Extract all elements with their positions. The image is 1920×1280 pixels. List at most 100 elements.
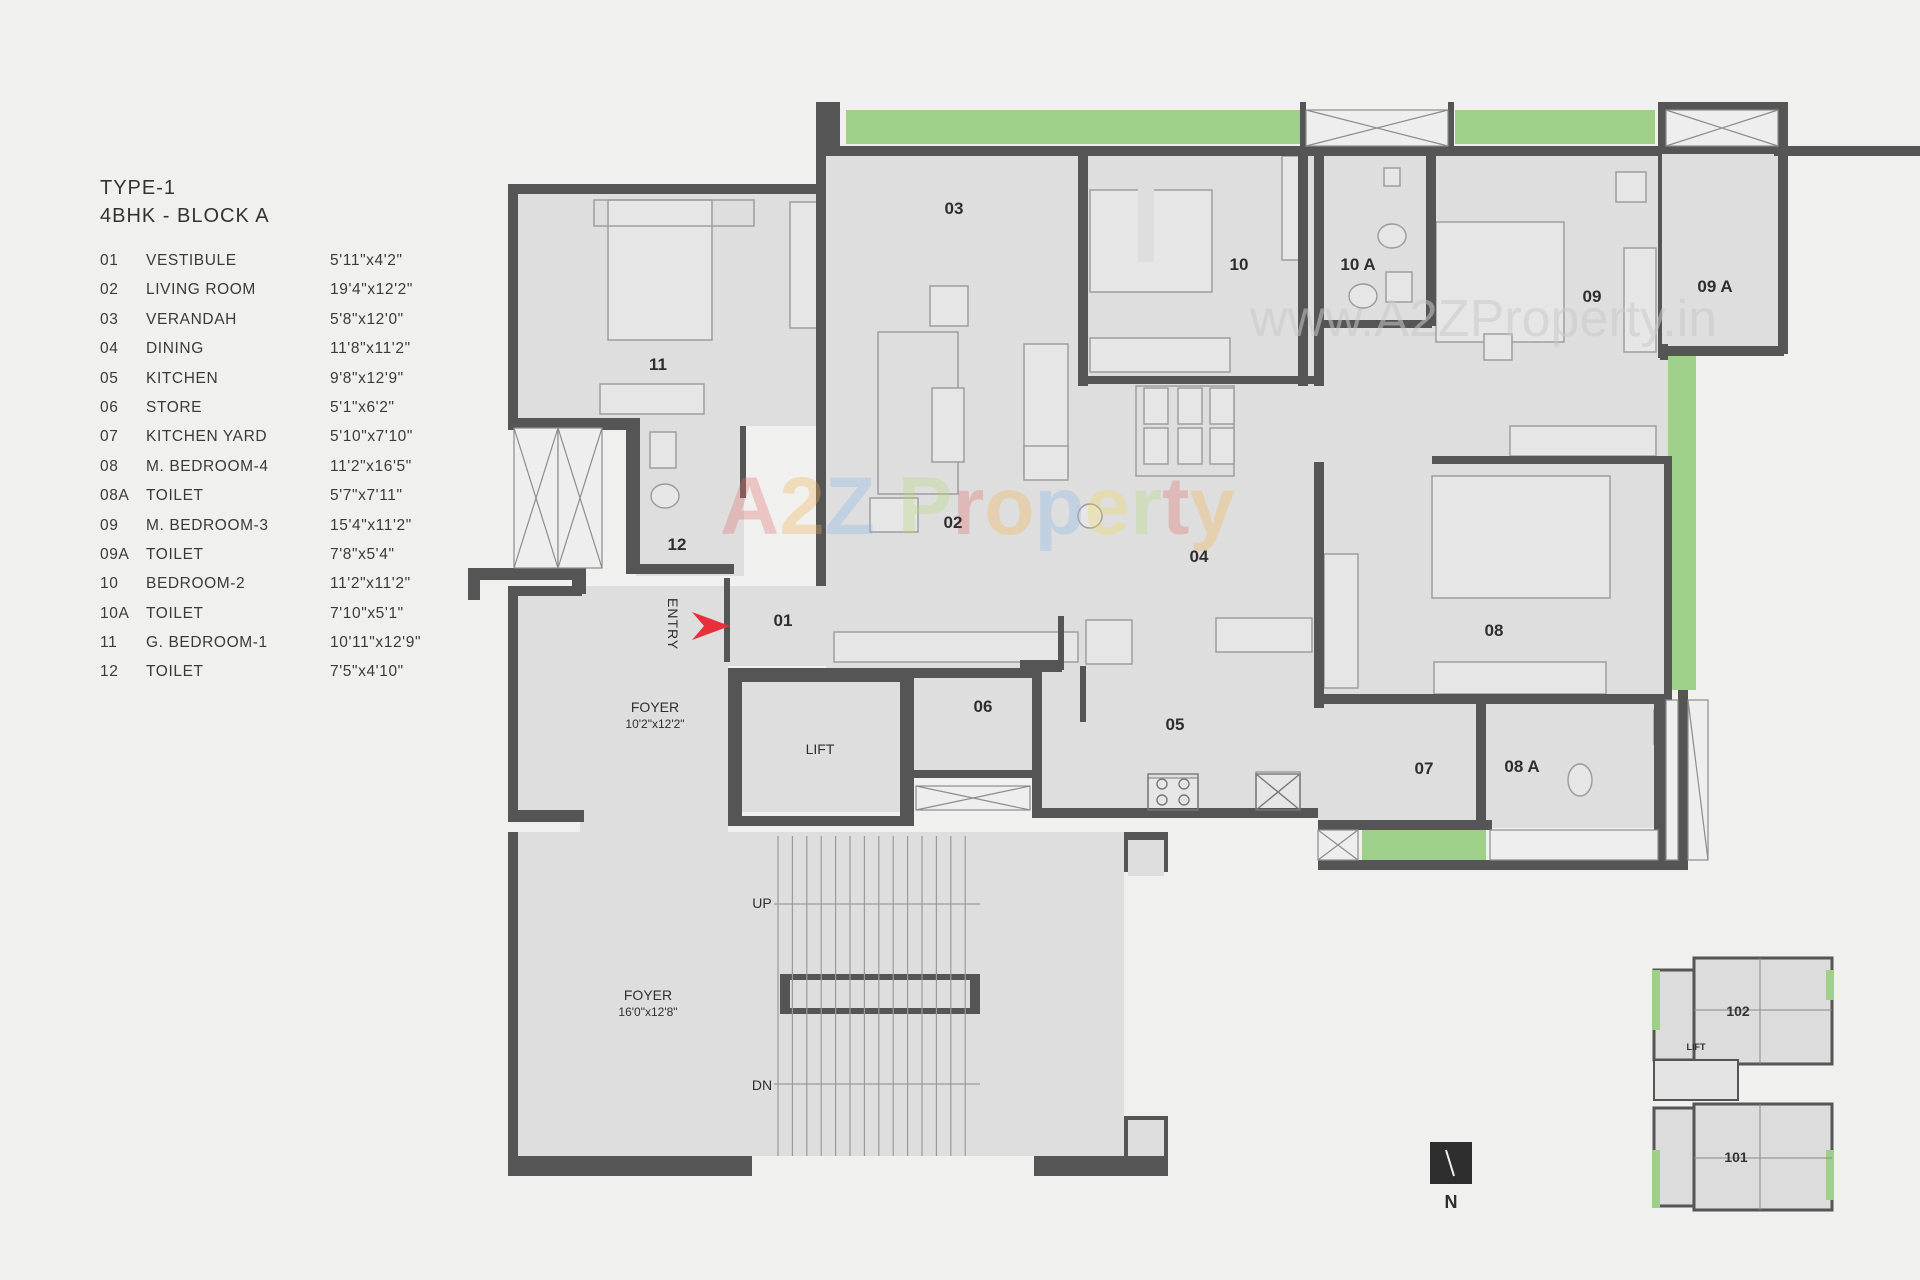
legend-row: 08 M. BEDROOM-4 11'2"x16'5" — [100, 457, 411, 487]
room-label-05: 05 — [1166, 715, 1185, 734]
legend-room-number: 01 — [100, 252, 119, 269]
legend-room-dimension: 5'1"x6'2" — [330, 398, 395, 416]
legend-room-name: KITCHEN — [146, 369, 219, 387]
legend-room-name: M. BEDROOM-4 — [146, 457, 269, 475]
legend-room-number: 06 — [100, 398, 119, 416]
legend-room-number: 10 — [100, 575, 119, 593]
legend-room-number: 08A — [100, 487, 130, 505]
unit-foyer-dim: 10'2"x12'2" — [625, 717, 684, 731]
legend-room-number: 10A — [100, 604, 130, 622]
legend-row: 10 BEDROOM-2 11'2"x11'2" — [100, 575, 410, 604]
legend-room-dimension: 5'10"x7'10" — [330, 428, 413, 446]
key-plan-unit-101: 101 — [1724, 1149, 1748, 1165]
staircase — [774, 836, 980, 1156]
watermark-url: www.A2ZProperty.in — [1249, 290, 1717, 348]
legend-room-dimension: 11'2"x16'5" — [330, 457, 412, 475]
legend-room-name: G. BEDROOM-1 — [146, 634, 268, 652]
legend-row: 11 G. BEDROOM-1 10'11"x12'9" — [100, 634, 420, 663]
common-foyer-label: FOYER — [624, 987, 672, 1003]
legend-room-number: 04 — [100, 340, 119, 358]
legend-row: 03 VERANDAH 5'8"x12'0" — [100, 310, 403, 340]
unit-foyer-label: FOYER — [631, 699, 679, 715]
legend-room-number: 11 — [100, 634, 118, 652]
legend-room-name: VERANDAH — [146, 310, 237, 328]
legend-room-dimension: 7'5"x4'10" — [330, 663, 404, 681]
legend-room-dimension: 5'7"x7'11" — [330, 487, 403, 505]
legend-row: 07 KITCHEN YARD 5'10"x7'10" — [100, 428, 412, 457]
legend-room-dimension: 10'11"x12'9" — [330, 634, 422, 652]
unit-type-title: TYPE-1 — [100, 177, 177, 199]
room-label-03: 03 — [945, 199, 964, 218]
room-label-07: 07 — [1415, 759, 1434, 778]
room-label-10: 10 — [1230, 255, 1249, 274]
entry-label: ENTRY — [665, 598, 681, 650]
legend-row: 04 DINING 11'8"x11'2" — [100, 340, 410, 369]
north-label: N — [1445, 1192, 1458, 1212]
room-label-06: 06 — [974, 697, 993, 716]
legend-room-number: 09A — [100, 545, 130, 563]
legend-room-name: TOILET — [146, 663, 204, 681]
legend-room-name: KITCHEN YARD — [146, 428, 268, 446]
key-plan-lift-label: LIFT — [1687, 1042, 1706, 1052]
watermark-main: A2Z Property — [720, 461, 1235, 552]
legend-room-dimension: 7'10"x5'1" — [330, 604, 404, 622]
common-foyer-dim: 16'0"x12'8" — [618, 1005, 677, 1019]
stair-up-label: UP — [752, 895, 771, 911]
legend-room-dimension: 9'8"x12'9" — [330, 369, 404, 387]
legend-room-dimension: 19'4"x12'2" — [330, 281, 413, 299]
legend-room-name: TOILET — [146, 604, 204, 622]
legend-room-number: 03 — [100, 310, 119, 328]
legend-room-name: M. BEDROOM-3 — [146, 516, 269, 534]
room-label-01: 01 — [774, 611, 793, 630]
legend-room-dimension: 15'4"x11'2" — [330, 516, 412, 534]
legend-room-number: 12 — [100, 663, 119, 681]
room-label-04: 04 — [1190, 547, 1209, 566]
room-label-08: 08 — [1485, 621, 1504, 640]
legend-room-number: 05 — [100, 369, 119, 387]
lift-label: LIFT — [806, 741, 835, 757]
room-label-08a: 08 A — [1504, 757, 1539, 776]
legend-room-number: 07 — [100, 428, 119, 446]
legend-room-dimension: 11'2"x11'2" — [330, 575, 411, 593]
unit-block-title: 4BHK - BLOCK A — [100, 205, 270, 227]
legend-row: 10A TOILET 7'10"x5'1" — [100, 604, 403, 634]
entry-arrow-icon — [692, 612, 730, 640]
legend-room-name: TOILET — [146, 487, 204, 505]
stair-down-label: DN — [752, 1077, 772, 1093]
key-plan: 102 101 LIFT — [1652, 956, 1834, 1212]
legend-room-number: 08 — [100, 457, 119, 475]
legend-row: 12 TOILET 7'5"x4'10" — [100, 663, 403, 692]
room-legend: TYPE-1 4BHK - BLOCK A 01 VESTIBULE 5'11"x4… — [100, 174, 420, 693]
legend-room-name: STORE — [146, 398, 203, 416]
legend-room-dimension: 11'8"x11'2" — [330, 340, 411, 358]
room-labels: 01 02 03 04 05 06 07 08 08 A 09 09 A 10 … — [618, 199, 1732, 1093]
inner-floors — [790, 154, 1774, 1156]
legend-row: 09 M. BEDROOM-3 15'4"x11'2" — [100, 516, 411, 546]
legend-row: 05 KITCHEN 9'8"x12'9" — [100, 369, 403, 399]
room-label-09: 09 — [1583, 287, 1602, 306]
legend-row: 06 STORE 5'1"x6'2" — [100, 398, 394, 428]
room-label-02: 02 — [944, 513, 963, 532]
legend-room-name: VESTIBULE — [146, 252, 237, 269]
legend-room-dimension: 5'8"x12'0" — [330, 310, 404, 328]
kitchen-hob — [1147, 773, 1301, 811]
room-label-11: 11 — [649, 355, 667, 374]
legend-room-name: DINING — [146, 340, 204, 358]
legend-row: 08A TOILET 5'7"x7'11" — [100, 487, 402, 516]
legend-row: 09A TOILET 7'8"x5'4" — [100, 545, 394, 575]
room-label-12: 12 — [668, 535, 687, 554]
legend-room-name: TOILET — [146, 545, 204, 563]
legend-row: 01 VESTIBULE 5'11"x4'2" — [100, 252, 402, 281]
room-label-10a: 10 A — [1340, 255, 1375, 274]
legend-room-number: 09 — [100, 516, 119, 534]
legend-room-name: BEDROOM-2 — [146, 575, 246, 593]
legend-room-dimension: 7'8"x5'4" — [330, 545, 395, 563]
balconies — [513, 109, 1779, 861]
legend-room-dimension: 5'11"x4'2" — [330, 252, 403, 269]
north-arrow-icon: N — [1430, 1142, 1472, 1212]
legend-room-name: LIVING ROOM — [146, 281, 256, 299]
room-label-09a: 09 A — [1697, 277, 1732, 296]
